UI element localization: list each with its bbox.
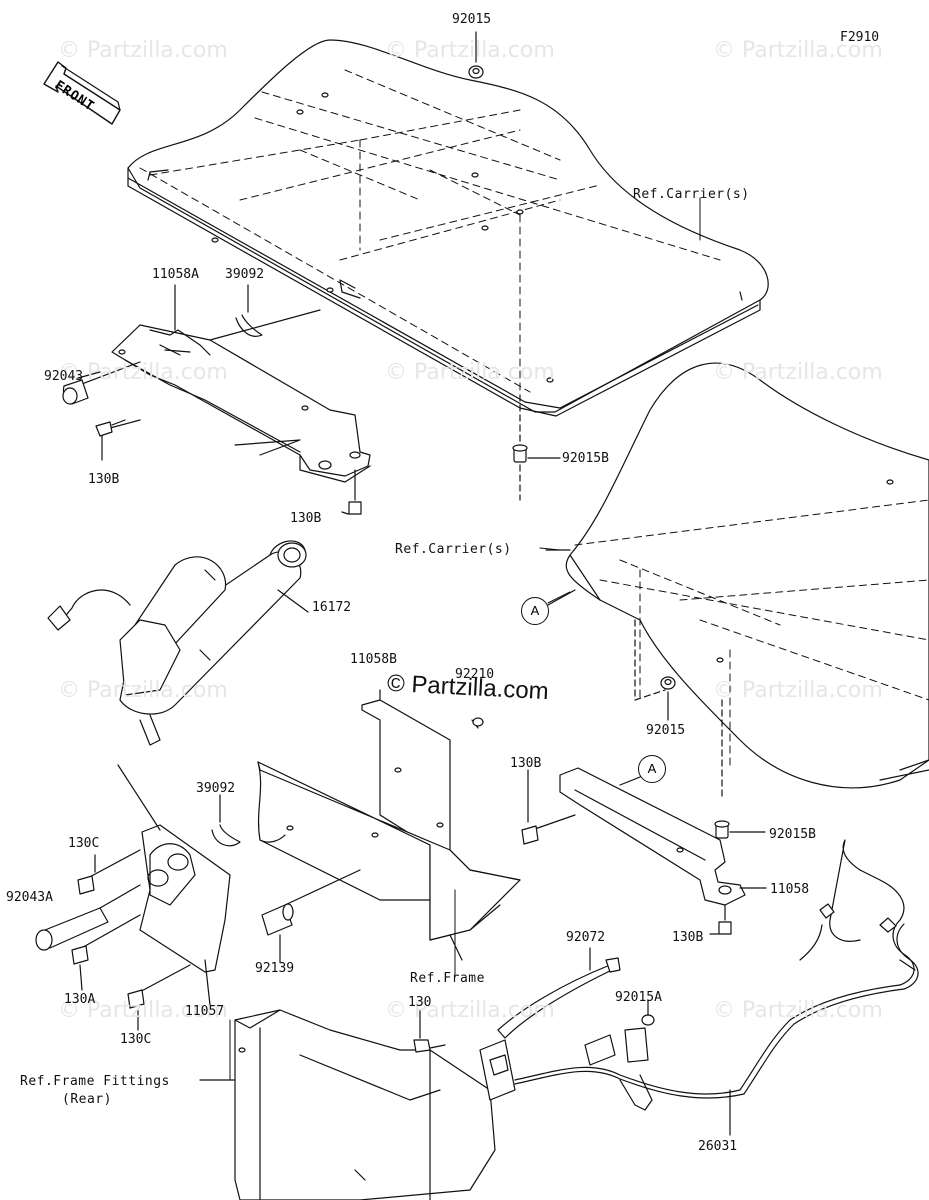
- nut-92015a: [641, 999, 655, 1026]
- part-39092-lower: 39092: [196, 781, 236, 796]
- watermark: © Partzilla.com: [713, 38, 883, 63]
- front-arrow-icon: [43, 61, 121, 125]
- bolt-130c-lower: [127, 964, 191, 1031]
- ref-frame-fittings-rear: (Rear): [62, 1092, 112, 1107]
- watermark: © Partzilla.com: [58, 360, 228, 385]
- callout-a-lower: A: [638, 755, 666, 783]
- wiring-harness-26031: [479, 839, 919, 1136]
- ref-frame: Ref.Frame: [410, 971, 485, 986]
- bolt-130a: [71, 914, 141, 991]
- part-130b-right: 130B: [510, 756, 542, 771]
- part-130c-upper: 130C: [68, 836, 100, 851]
- grommet-92015b-upper: [512, 394, 561, 501]
- part-92015a: 92015A: [615, 990, 662, 1005]
- part-92043: 92043: [44, 369, 84, 384]
- part-92139: 92139: [255, 961, 295, 976]
- watermark: © Partzilla.com: [713, 998, 883, 1023]
- clip-39092-upper: [235, 284, 263, 337]
- bolt-130b-left: [95, 419, 141, 461]
- bracket-11058a: [111, 284, 371, 483]
- part-130: 130: [408, 995, 432, 1010]
- grommet-92015b-right: [714, 699, 766, 839]
- ref-carrier-top: Ref.Carrier(s): [633, 187, 750, 202]
- part-16172: 16172: [312, 600, 352, 615]
- watermark: © Partzilla.com: [58, 38, 228, 63]
- actuator-16172: [47, 540, 309, 746]
- part-92015b-right: 92015B: [769, 827, 816, 842]
- part-130a: 130A: [64, 992, 96, 1007]
- watermark: © Partzilla.com: [58, 998, 228, 1023]
- part-92210: 92210: [455, 667, 495, 682]
- watermark: © Partzilla.com: [713, 360, 883, 385]
- bolt-130b-right: [521, 769, 576, 845]
- watermark: © Partzilla.com: [385, 998, 555, 1023]
- clip-39092-lower: [211, 794, 241, 847]
- watermark: © Partzilla.com: [713, 678, 883, 703]
- bracket-11058: [559, 767, 767, 906]
- bolt-130: [413, 1009, 446, 1053]
- leader-lines: [209, 197, 701, 1081]
- bolt-130b-mid: [341, 469, 362, 515]
- nut-92015-right: [634, 619, 676, 721]
- figure-id: F2910: [840, 30, 880, 45]
- part-11057: 11057: [185, 1004, 225, 1019]
- frame-fittings-rear: [199, 1009, 496, 1200]
- watermark: © Partzilla.com: [58, 678, 228, 703]
- part-39092-upper: 39092: [225, 267, 265, 282]
- pin-92043a: [35, 884, 141, 951]
- part-130c-lower: 130C: [120, 1032, 152, 1047]
- bracket-11057: [117, 764, 231, 1006]
- part-92015-top: 92015: [452, 12, 492, 27]
- part-92015-right: 92015: [646, 723, 686, 738]
- part-11058: 11058: [770, 882, 810, 897]
- watermark: © Partzilla.com: [385, 38, 555, 63]
- nut-92015-top: [468, 31, 484, 79]
- part-130b-mid: 130B: [290, 511, 322, 526]
- part-92072: 92072: [566, 930, 606, 945]
- pin-92043: [62, 361, 141, 405]
- part-130b-left: 130B: [88, 472, 120, 487]
- bolt-130b-right-lower: [709, 904, 732, 935]
- spacer-92139: [261, 869, 361, 963]
- right-carrier: [545, 362, 929, 789]
- watermark: © Partzilla.com: [385, 360, 555, 385]
- part-11058a: 11058A: [152, 267, 199, 282]
- part-92015b-upper: 92015B: [562, 451, 609, 466]
- part-26031: 26031: [698, 1139, 738, 1154]
- part-11058b: 11058B: [350, 652, 397, 667]
- callout-a-upper: A: [521, 597, 549, 625]
- ref-frame-fittings: Ref.Frame Fittings: [20, 1074, 170, 1089]
- cable-tie-92072: [497, 947, 621, 1039]
- part-130b-right-lower: 130B: [672, 930, 704, 945]
- ref-carrier-right: Ref.Carrier(s): [395, 542, 512, 557]
- bolt-130c-upper: [77, 849, 141, 895]
- upper-carrier: [127, 39, 769, 417]
- part-92043a: 92043A: [6, 890, 53, 905]
